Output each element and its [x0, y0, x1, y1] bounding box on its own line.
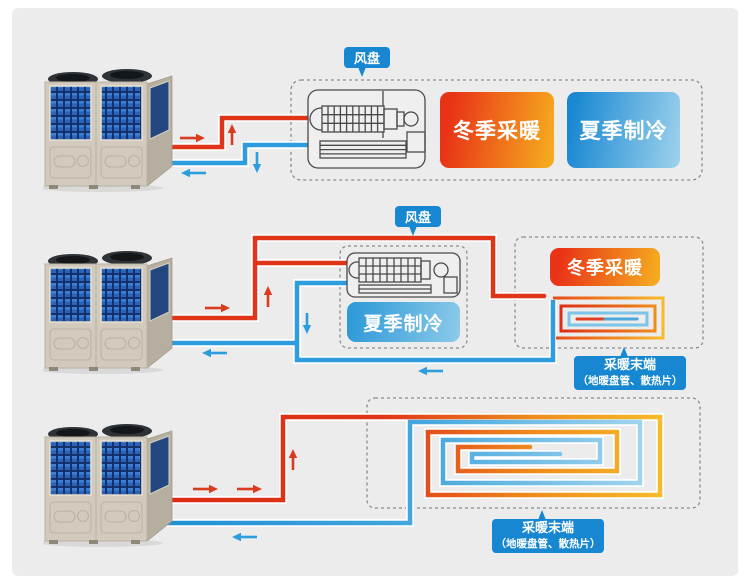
arrow-left-cold	[202, 348, 211, 358]
terminal-title: 采暖末端	[521, 521, 574, 537]
arrow-left-cold	[181, 168, 190, 178]
arrow-right-hot	[209, 484, 218, 494]
row2-cold-return-pipe	[294, 280, 556, 363]
fan-coil-callout-bubble: 风盘	[344, 47, 390, 77]
flow-arrows	[180, 124, 443, 542]
row2-fan-coil-dashed-box	[339, 245, 468, 349]
arrow-right-hot	[221, 303, 230, 313]
arrow-down-cold	[302, 325, 312, 334]
heat-pump-outdoor-unit	[43, 423, 173, 547]
coil-ring-outer	[553, 296, 665, 340]
row2-floor-coil	[553, 296, 665, 340]
arrow-left-cold	[232, 532, 241, 542]
winter-heating-card: 冬季采暖	[440, 92, 554, 168]
row1-cold-return-pipe	[155, 142, 310, 166]
fan-coil-unit-icon	[346, 252, 461, 298]
summer-cooling-card: 夏季制冷	[347, 302, 460, 342]
fan-coil-unit-icon	[307, 89, 426, 169]
summer-cooling-card: 夏季制冷	[567, 92, 680, 168]
row2-hot-supply-pipe	[152, 235, 547, 321]
heat-pump-outdoor-unit	[43, 68, 173, 192]
arrow-up-hot	[263, 286, 273, 295]
summer-cooling-label: 夏季制冷	[579, 119, 668, 143]
row1-pipes	[155, 115, 310, 166]
coil-ring-3	[567, 311, 649, 327]
terminal-title: 采暖末端	[603, 358, 656, 374]
dashed-group-borders	[290, 79, 704, 509]
summer-cooling-label: 夏季制冷	[363, 312, 444, 335]
fan-coil-callout-label: 风盘	[404, 211, 431, 226]
winter-heating-label: 冬季采暖	[453, 119, 541, 143]
arrow-right-hot	[196, 133, 205, 143]
fan-coil-callout-bubble: 风盘	[395, 206, 441, 236]
arrow-left-cold	[418, 366, 427, 376]
coil-ring-2	[559, 304, 657, 333]
fan-coil-callout-label: 风盘	[353, 52, 380, 67]
arrow-right-hot	[253, 484, 262, 494]
heating-terminal-callout-bubble: 采暖末端 （地暖盘管、散热片）	[492, 510, 604, 553]
row3-hot-spiral-pipe	[152, 414, 663, 503]
arrow-down-cold	[252, 164, 262, 173]
heat-pump-outdoor-unit	[43, 250, 173, 374]
winter-heating-card: 冬季采暖	[550, 248, 660, 286]
row1-dashed-box	[290, 79, 703, 181]
arrow-up-hot	[288, 449, 298, 458]
row2-pipes	[152, 235, 556, 363]
winter-heating-label: 冬季采暖	[567, 258, 643, 279]
row1-hot-supply-pipe	[155, 115, 310, 150]
terminal-subtitle: （地暖盘管、散热片）	[577, 374, 683, 387]
arrow-up-hot	[227, 124, 237, 133]
row3-floor-coil	[152, 414, 663, 526]
terminal-subtitle: （地暖盘管、散热片）	[495, 537, 601, 550]
row3-cold-spiral-pipe	[152, 419, 643, 526]
heating-terminal-callout-bubble: 采暖末端 （地暖盘管、散热片）	[574, 347, 686, 390]
row3-floor-coil-dashed-box	[366, 397, 701, 509]
